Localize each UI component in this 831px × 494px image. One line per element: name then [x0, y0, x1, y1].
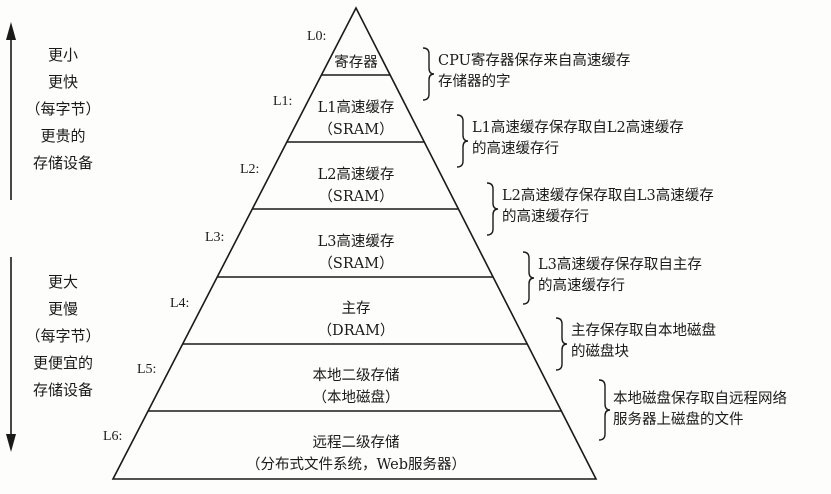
level-label-l5: L5: [137, 362, 157, 377]
layer-sub: （分布式文件系统，Web服务器） [245, 457, 467, 473]
caption-line: 更快 [47, 73, 78, 91]
layer-l5: 本地二级存储 （本地磁盘） [256, 365, 456, 409]
level-label-l1: L1: [273, 94, 293, 109]
level-label-l6: L6: [103, 429, 123, 444]
note-l1: L1高速缓存保存取自L2高速缓存 的高速缓存行 [472, 118, 684, 160]
note-line: L1高速缓存保存取自L2高速缓存 [472, 120, 684, 136]
layer-l3: L3高速缓存 （SRAM） [276, 231, 436, 275]
caption-line: 更慢 [47, 300, 78, 318]
note-l4: 主存保存取自本地磁盘 的磁盘块 [571, 321, 716, 363]
caption-line: 更便宜的 [32, 354, 93, 372]
layer-sub: （DRAM） [317, 323, 395, 339]
note-line: 服务器上磁盘的文件 [613, 412, 744, 428]
note-l2: L2高速缓存保存取自L3高速缓存 的高速缓存行 [502, 186, 714, 228]
caption-line: 更小 [47, 46, 78, 64]
brace-l3 [522, 251, 535, 305]
caption-line: 更贵的 [40, 127, 86, 145]
layer-name: 寄存器 [334, 55, 378, 71]
note-l3: L3高速缓存保存取自主存 的高速缓存行 [538, 255, 702, 297]
caption-line: （每字节） [25, 100, 101, 118]
layer-name: L2高速缓存 [317, 167, 395, 183]
note-line: 的高速缓存行 [472, 141, 559, 157]
note-l0: CPU寄存器保存来自高速缓存 存储器的字 [438, 51, 630, 93]
caption-line: 存储设备 [32, 154, 93, 172]
caption-line: 更大 [47, 273, 78, 291]
layer-name: 本地二级存储 [312, 368, 400, 384]
brace-l5 [598, 379, 611, 441]
arrow-down-icon [6, 434, 16, 452]
layer-name: L3高速缓存 [317, 234, 395, 250]
larger-cheaper-caption: 更大 更慢 （每字节） 更便宜的 存储设备 [18, 269, 108, 404]
brace-l2 [486, 182, 499, 236]
level-label-l3: L3: [205, 230, 225, 245]
layer-name: 主存 [341, 301, 371, 317]
brace-l4 [555, 317, 568, 371]
arrow-up-icon [6, 22, 16, 40]
layer-name: 远程二级存储 [312, 435, 400, 451]
layer-sub: （本地磁盘） [312, 390, 400, 406]
layer-l2: L2高速缓存 （SRAM） [276, 164, 436, 208]
level-label-l0: L0: [307, 29, 327, 44]
note-line: L2高速缓存保存取自L3高速缓存 [502, 188, 714, 204]
note-line: CPU寄存器保存来自高速缓存 [438, 53, 631, 69]
level-label-l2: L2: [240, 162, 260, 177]
level-label-l4: L4: [170, 296, 190, 311]
brace-l0 [422, 47, 435, 101]
layer-sub: （SRAM） [318, 256, 394, 272]
layer-l4: 主存 （DRAM） [276, 298, 436, 342]
layer-name: L1高速缓存 [317, 100, 395, 116]
faster-costlier-caption: 更小 更快 （每字节） 更贵的 存储设备 [18, 42, 108, 177]
note-line: 的高速缓存行 [538, 278, 625, 294]
layer-l0: 寄存器 [306, 52, 406, 74]
brace-l1 [456, 114, 469, 168]
pyramid-outline [111, 6, 598, 480]
note-line: 本地磁盘保存取自远程网络 [613, 391, 787, 407]
layer-l6: 远程二级存储 （分布式文件系统，Web服务器） [206, 432, 506, 476]
caption-line: （每字节） [25, 327, 101, 345]
layer-sub: （SRAM） [318, 122, 394, 138]
layer-sub: （SRAM） [318, 189, 394, 205]
note-line: 的磁盘块 [571, 344, 629, 360]
note-line: 的高速缓存行 [502, 209, 589, 225]
note-l5: 本地磁盘保存取自远程网络 服务器上磁盘的文件 [613, 389, 787, 431]
note-line: 主存保存取自本地磁盘 [571, 323, 716, 339]
note-line: 存储器的字 [438, 74, 511, 90]
note-line: L3高速缓存保存取自主存 [538, 257, 702, 273]
caption-line: 存储设备 [32, 381, 93, 399]
layer-l1: L1高速缓存 （SRAM） [276, 97, 436, 141]
braces [422, 47, 611, 441]
